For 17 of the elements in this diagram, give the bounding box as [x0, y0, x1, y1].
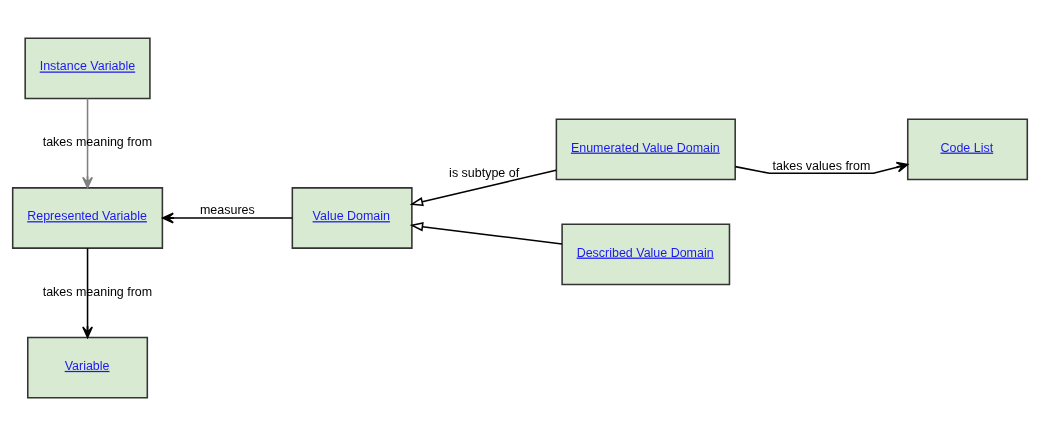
arrow: [162, 212, 293, 223]
arrow: [82, 246, 93, 338]
arrow: [409, 168, 557, 206]
edge-label: measures: [199, 202, 255, 217]
node-box: Instance Variable: [24, 36, 151, 99]
arrow: [82, 97, 93, 188]
node-box: Value Domain: [291, 186, 413, 249]
node-box: Code List: [906, 117, 1029, 180]
node-box: Described Value Domain: [561, 222, 731, 285]
edge-label: takes values from: [772, 158, 871, 173]
node-box: Represented Variable: [11, 186, 164, 249]
node-box: Enumerated Value Domain: [555, 117, 736, 180]
edge-label: is subtype of: [449, 165, 520, 180]
node-box: Variable: [27, 336, 149, 399]
arrow: [409, 221, 563, 245]
edge-label: takes meaning from: [42, 134, 153, 149]
arrow: [734, 161, 909, 174]
